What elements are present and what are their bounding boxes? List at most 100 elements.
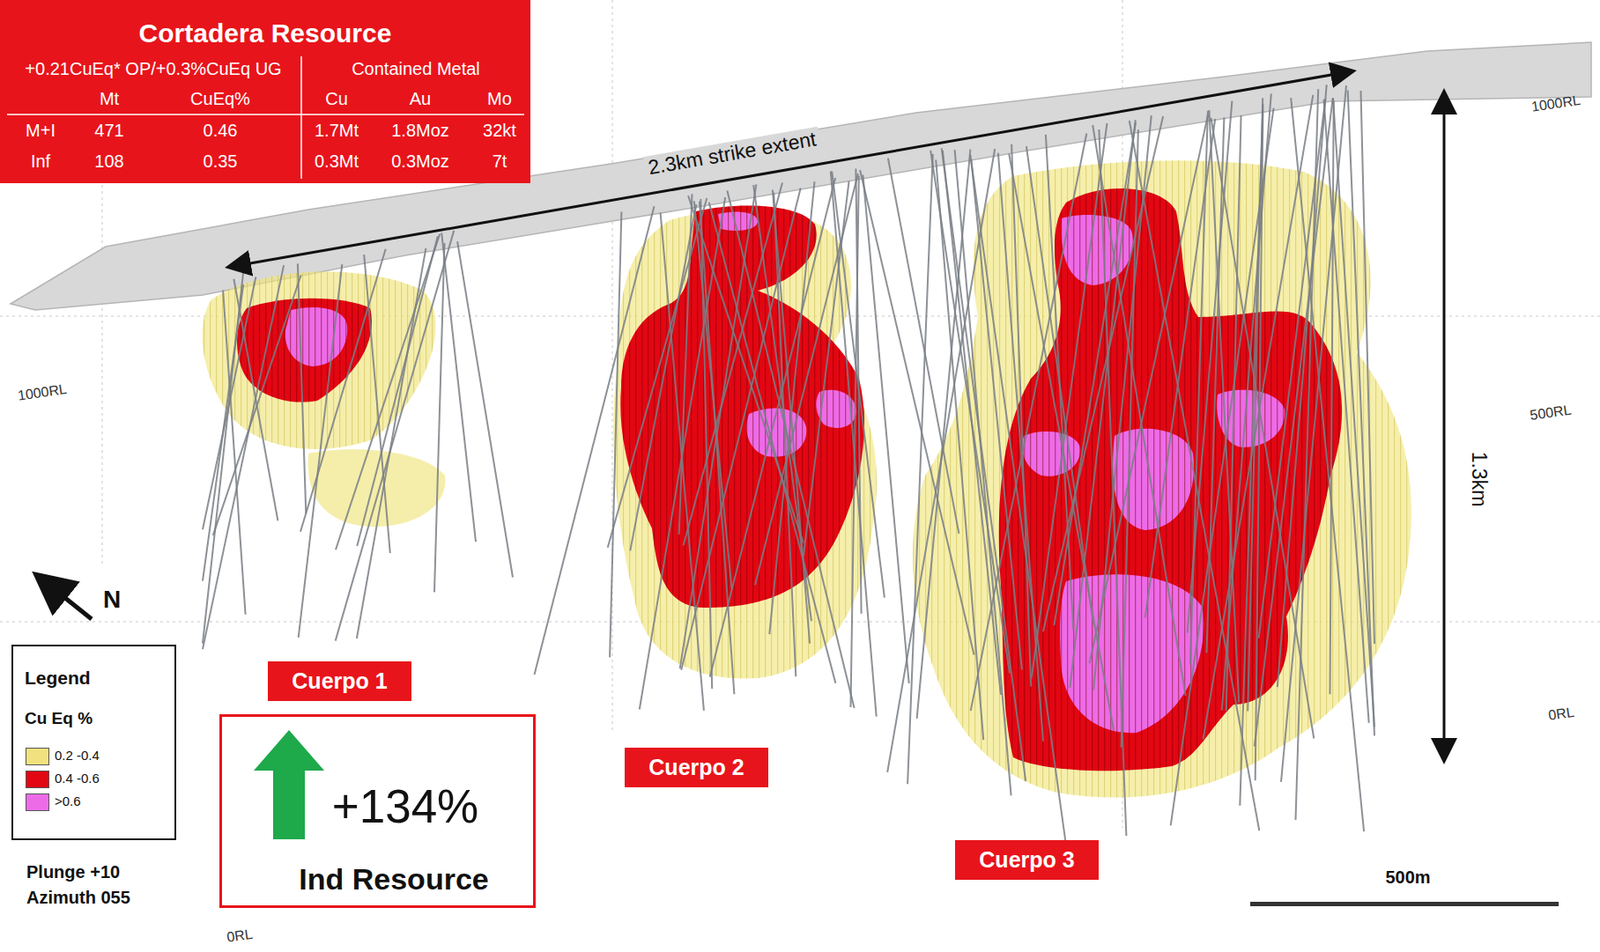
table-cell: 32kt	[482, 120, 517, 141]
elevation-label: 500RL	[1528, 402, 1572, 425]
drill-hole	[356, 236, 438, 547]
drill-hole	[1208, 110, 1239, 704]
growth-figure: +134%	[332, 780, 480, 835]
drill-hole	[233, 279, 278, 522]
scale-label: 500m	[1385, 867, 1430, 889]
drill-hole	[1296, 88, 1319, 821]
growth-caption: Ind Resource	[298, 862, 489, 897]
legend-box	[12, 645, 176, 840]
drill-hole	[970, 155, 1066, 844]
drill-hole	[363, 254, 391, 554]
drill-hole	[202, 272, 244, 644]
drill-hole	[688, 195, 804, 543]
drill-hole	[609, 212, 622, 659]
legend-text: >0.6	[54, 793, 82, 809]
orebody-name: Cuerpo 1	[280, 668, 400, 695]
table-rule	[300, 56, 303, 179]
north-arrow	[38, 577, 92, 620]
drill-hole	[1043, 116, 1163, 632]
table-cell: 471	[94, 120, 124, 141]
table-cell: 1.8Moz	[391, 120, 450, 141]
drill-hole	[1011, 144, 1031, 688]
table-cell: M+I	[25, 120, 56, 141]
table-header: Mt	[99, 88, 119, 110]
dimension-label: 1.3km	[1467, 451, 1491, 508]
table-rule	[7, 113, 525, 116]
block-texture	[237, 188, 1342, 771]
table-title: Cortadera Resource	[139, 18, 393, 50]
legend-swatch	[25, 770, 50, 789]
drill-hole	[434, 243, 445, 593]
legend-text: 0.2 -0.4	[54, 748, 100, 763]
view-note: Plunge +10	[26, 862, 120, 883]
legend-swatch	[25, 793, 50, 812]
table-cell: Inf	[30, 151, 51, 172]
drill-hole	[1089, 114, 1209, 665]
elevation-label: 1000RL	[16, 381, 68, 405]
drill-hole	[855, 168, 861, 614]
table-header: Au	[409, 88, 431, 110]
drill-hole	[1121, 129, 1139, 749]
legend-title: Legend	[24, 667, 91, 689]
drill-hole	[335, 230, 455, 642]
table-cell: 108	[94, 151, 124, 172]
drill-hole	[441, 233, 476, 543]
drill-hole	[699, 201, 735, 696]
legend-subtitle: Cu Eq %	[24, 709, 93, 729]
table-header: Mo	[487, 88, 512, 110]
view-note: Azimuth 055	[26, 888, 131, 909]
drill-hole	[681, 188, 801, 671]
drill-hole	[772, 190, 810, 645]
drill-hole	[202, 265, 284, 650]
depth-dimension-arrow	[1443, 93, 1446, 760]
orebody-label: Cuerpo 3	[955, 840, 1099, 881]
elevation-label: 0RL	[1547, 704, 1576, 725]
drill-hole	[660, 213, 704, 712]
drill-hole	[710, 177, 836, 678]
drill-hole	[1348, 90, 1375, 737]
drill-hole	[1129, 120, 1260, 831]
low-grade-halo	[202, 160, 1412, 798]
drill-hole	[1031, 123, 1108, 678]
drill-hole	[1247, 97, 1263, 712]
table-cell: 7t	[492, 151, 508, 172]
table-cell: 0.46	[203, 120, 238, 141]
drill-hole	[1290, 97, 1364, 832]
drill-hole	[862, 175, 909, 685]
drill-hole	[629, 204, 697, 551]
callout-box: +134% Ind Resource	[219, 714, 536, 909]
table-header: +0.21CuEq* OP/+0.3%CuEq UG	[24, 59, 282, 80]
medium-grade-body	[237, 188, 1342, 771]
drill-hole	[1281, 85, 1347, 783]
drill-hole	[202, 277, 256, 531]
drill-hole	[1277, 84, 1327, 688]
orebody-name: Cuerpo 3	[967, 847, 1087, 874]
drill-hole	[298, 264, 343, 638]
orebody-label: Cuerpo 1	[267, 661, 412, 702]
drill-hole	[888, 158, 960, 534]
drill-hole	[1222, 93, 1272, 711]
drill-hole	[769, 181, 815, 635]
table-header: Contained Metal	[351, 59, 481, 80]
legend-swatch	[25, 748, 50, 766]
drill-hole	[607, 198, 708, 549]
drill-hole	[1259, 98, 1326, 639]
drill-hole	[1092, 125, 1186, 697]
table-cell: 0.35	[203, 151, 238, 172]
legend-text: 0.4 -0.6	[54, 770, 100, 786]
elevation-label: 0RL	[225, 926, 254, 947]
drill-hole	[680, 184, 757, 669]
table-cell: 1.7Mt	[314, 120, 359, 141]
scale-bar	[1250, 902, 1559, 907]
growth-arrow	[253, 730, 325, 840]
grid-lines	[0, 0, 1600, 829]
table-header: CuEq%	[190, 88, 251, 110]
drill-hole	[998, 153, 1044, 742]
resource-table-panel	[0, 0, 531, 184]
low-grade-texture	[202, 160, 1412, 798]
drill-hole	[457, 241, 513, 578]
drill-hole	[942, 150, 1001, 696]
drill-hole	[755, 173, 859, 586]
drill-hole	[683, 183, 783, 547]
